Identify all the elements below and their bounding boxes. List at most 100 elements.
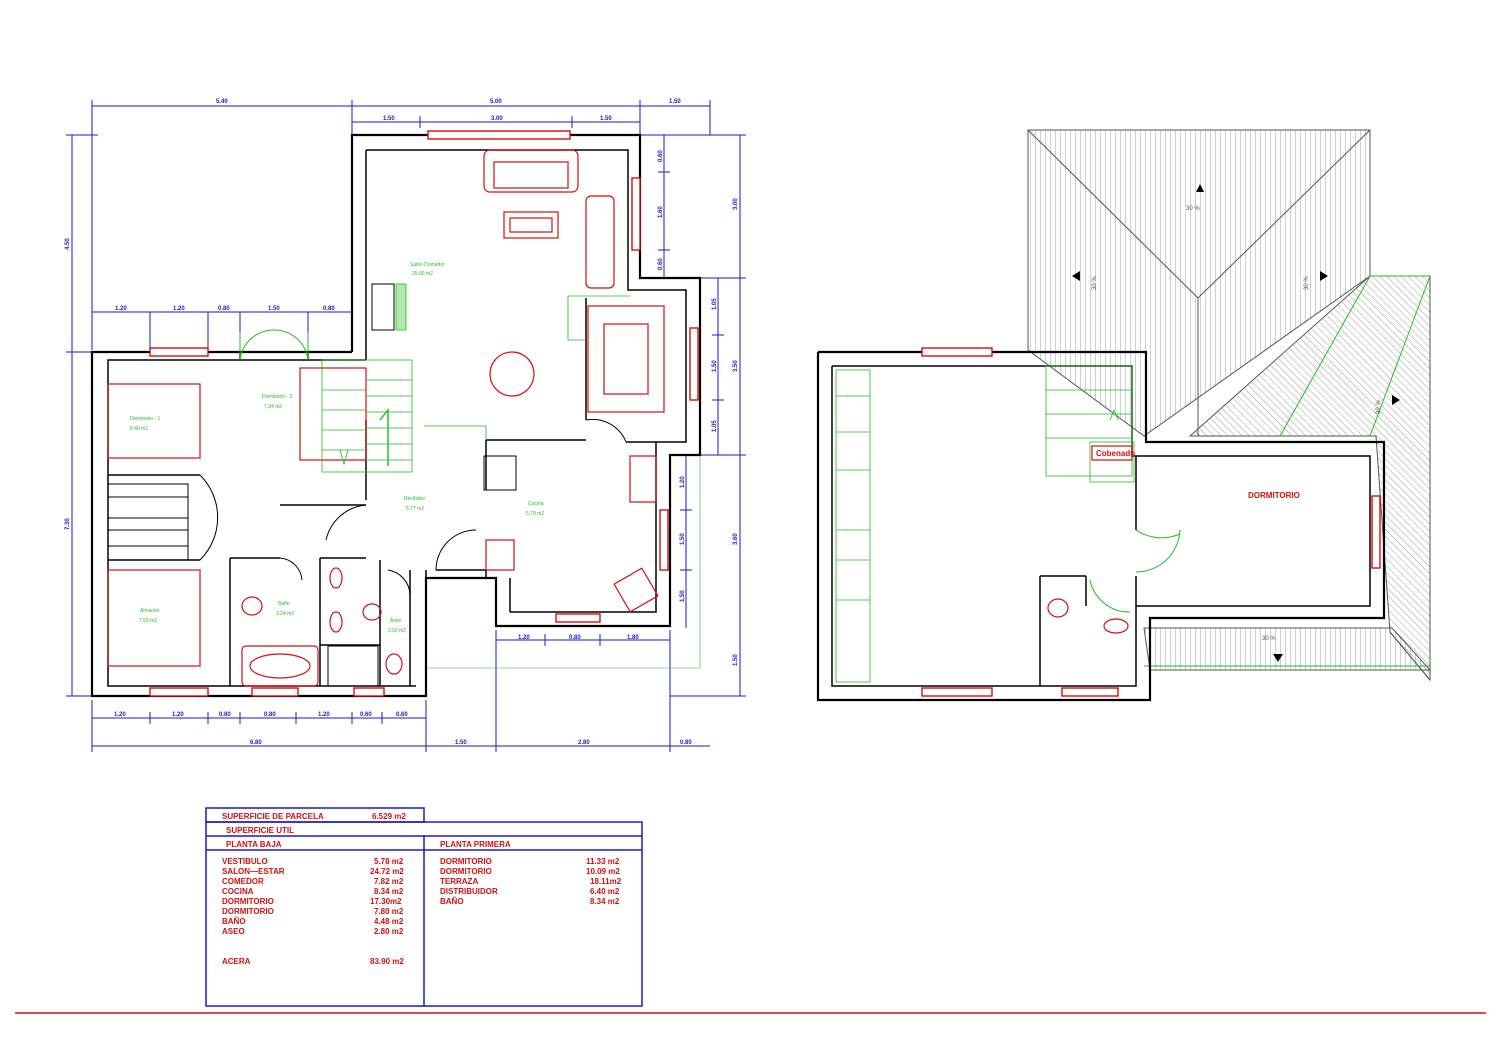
table-acera-value: 83.90 m2	[370, 957, 404, 966]
dim-bottom1-1: 1.20	[114, 712, 126, 718]
table-right-row-1-value: 11.33 m2	[586, 857, 620, 866]
table-left-row-2-label: SALON—ESTAR	[222, 867, 285, 876]
upper-floor-plan: 30 % 30 % 30 % 30 % 30 %	[816, 129, 1432, 702]
roof-arrows	[1072, 184, 1400, 662]
ground-floor-plan: 5.40 5.00 1.50 1.50 3.00 1.50 1.20 1.20 …	[65, 99, 746, 752]
room-area-recibidor: 5.77 m2	[406, 506, 424, 512]
dim-right-outer-2: 3.50	[733, 360, 739, 372]
table-left-row-1-value: 5.78 m2	[374, 857, 404, 866]
dim-right-lower-1: 1.20	[680, 476, 686, 488]
upper-fixtures	[1047, 445, 1133, 634]
staircase	[321, 283, 630, 473]
dim-top-inner-2: 3.00	[491, 116, 503, 122]
dim-mid-1: 1.20	[115, 306, 127, 312]
dim-bottom1-2: 1.20	[172, 712, 184, 718]
table-right-row-3-value: 18.11m2	[590, 877, 622, 886]
table-left-row-4-label: COCINA	[222, 887, 254, 896]
table-left-row-5-label: DORMITORIO	[222, 897, 274, 906]
table-right-row-5-value: 8.34 m2	[590, 897, 620, 906]
dim-bottom1-3: 0.80	[219, 712, 231, 718]
dim-top-3: 1.50	[669, 99, 681, 105]
table-left-row-4-value: 8.34 m2	[374, 887, 404, 896]
dim-top-inner-3: 1.50	[600, 116, 612, 122]
table-right-row-3-label: TERRAZA	[440, 877, 478, 886]
table-right-row-1-label: DORMITORIO	[440, 857, 492, 866]
dim-right-lower-outer: 3.60	[733, 533, 739, 545]
dim-bottom2-4: 0.80	[680, 740, 692, 746]
dim-bottom1-5: 1.20	[318, 712, 330, 718]
table-right-row-5-label: BAÑO	[440, 897, 464, 906]
room-name-almacen: Almacen	[140, 608, 160, 614]
dim-bottom-inner-3: 1.80	[627, 635, 639, 641]
dim-bottom2-3: 2.80	[578, 740, 590, 746]
walls	[90, 133, 702, 698]
table-right-row-4-label: DISTRIBUIDOR	[440, 887, 498, 896]
table-left-row-6-label: DORMITORIO	[222, 907, 274, 916]
room-area-salon: 25.00 m2	[412, 271, 433, 277]
dim-left-1: 4.50	[65, 238, 71, 250]
dim-mid-2: 1.20	[173, 306, 185, 312]
dim-right-mid-1: 1.05	[712, 298, 718, 310]
table-left-row-8-label: ASEO	[222, 927, 245, 936]
dim-mid-3: 0.80	[218, 306, 230, 312]
room-name-cocina: Cocina	[528, 501, 544, 507]
room-name-aseo: Aseo	[390, 618, 402, 624]
dim-mid-5: 0.80	[323, 306, 335, 312]
dim-right-lower-3: 1.50	[680, 590, 686, 602]
dim-right-far: 1.50	[733, 654, 739, 666]
wardrobe	[107, 283, 517, 687]
furniture	[107, 149, 665, 687]
setback-lines	[425, 455, 701, 696]
surface-table: SUPERFICIE DE PARCELA 6.529 m2 SUPERFICI…	[205, 807, 643, 1007]
table-left-row-7-label: BAÑO	[222, 917, 246, 926]
doors	[199, 418, 627, 596]
room-name-bano: Baño	[278, 601, 290, 607]
table-left-row-6-value: 7.80 m2	[374, 907, 404, 916]
table-left-row-8-value: 2.80 m2	[374, 927, 404, 936]
dim-top-1: 5.40	[216, 99, 228, 105]
roof	[1027, 129, 1432, 682]
dim-right-upper-1: 0.60	[658, 150, 664, 162]
dim-bottom1-4: 0.80	[264, 712, 276, 718]
dim-top-2: 5.00	[490, 99, 502, 105]
room-area-aseo: 2.02 m2	[388, 628, 406, 634]
dim-bottom1-7: 0.60	[396, 712, 408, 718]
dim-left-2: 7.30	[65, 518, 71, 530]
table-left-row-7-value: 4.48 m2	[374, 917, 404, 926]
dim-right-mid-3: 1.05	[712, 420, 718, 432]
dim-right-upper-3: 0.60	[658, 258, 664, 270]
dim-right-upper-2: 1.60	[658, 206, 664, 218]
dim-bottom-inner-2: 0.80	[569, 635, 581, 641]
roof-slope-4: 30 %	[1376, 400, 1382, 414]
table-parcela-label: SUPERFICIE DE PARCELA	[222, 812, 324, 821]
dim-top-inner-1: 1.50	[383, 116, 395, 122]
dimension-lines	[66, 100, 746, 752]
table-parcela-value: 6.529 m2	[372, 812, 406, 821]
table-left-header: PLANTA BAJA	[226, 840, 282, 849]
room-area-bano: 3.24 m2	[276, 611, 294, 617]
room-name-recibidor: Recibidor	[404, 496, 425, 502]
room-name-dorm2: Dormitorio - 2	[262, 394, 293, 400]
room-area-dorm2: 7.34 m2	[264, 404, 282, 410]
roof-slope-5: 30 %	[1262, 636, 1276, 642]
table-right-header: PLANTA PRIMERA	[440, 840, 511, 849]
table-left-row-3-label: COMEDOR	[222, 877, 264, 886]
upper-room-name-dormitorio: DORMITORIO	[1248, 491, 1300, 500]
table-right-row-2-value: 10.09 m2	[586, 867, 620, 876]
dim-bottom1-6: 0.60	[360, 712, 372, 718]
table-util-label: SUPERFICIE UTIL	[226, 826, 294, 835]
dim-right-mid-2: 1.50	[712, 360, 718, 372]
table-right-row-4-value: 6.40 m2	[590, 887, 620, 896]
dim-right-outer-1: 3.00	[733, 198, 739, 210]
table-left-row-1-label: VESTIBULO	[222, 857, 268, 866]
table-left-row-5-value: 17.30m2	[370, 897, 402, 906]
roof-slope-1: 30 %	[1186, 206, 1200, 212]
upper-terrace	[835, 365, 1135, 683]
table-acera-label: ACERA	[222, 957, 251, 966]
dim-bottom2-1: 6.80	[250, 740, 262, 746]
room-name-dorm1: Dormitorio - 1	[130, 416, 161, 422]
room-area-almacen: 7.55 m2	[139, 618, 157, 624]
dim-right-lower-2: 1.50	[680, 533, 686, 545]
dim-mid-4: 1.50	[268, 306, 280, 312]
